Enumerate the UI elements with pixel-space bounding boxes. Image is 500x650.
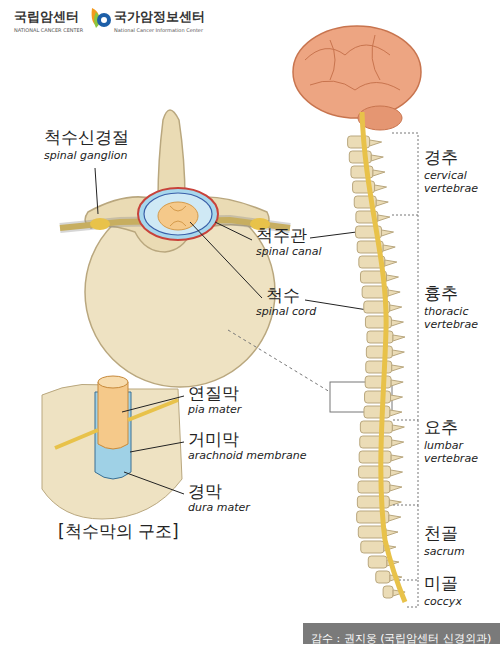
- spinous-process: [390, 485, 402, 491]
- part-name: 거미막: [188, 430, 239, 450]
- region-name: 요추: [424, 418, 458, 438]
- region-name: 경추: [424, 148, 458, 168]
- part-name-en: spinal canal: [256, 246, 322, 259]
- leader-line: [95, 168, 98, 214]
- part-name-en: pia mater: [188, 404, 241, 417]
- region-bracket: [392, 133, 418, 607]
- cord-cylinder: [98, 382, 128, 449]
- part-name: 척주관: [256, 226, 307, 246]
- vertebra: [376, 571, 390, 583]
- spinous-process: [375, 185, 387, 191]
- vertebra: [359, 451, 391, 463]
- vertebra: [361, 541, 384, 553]
- vertebra: [365, 376, 391, 388]
- part-name-en: arachnoid membrane: [188, 450, 306, 463]
- vertebra: [357, 496, 389, 508]
- spinous-process: [386, 530, 398, 536]
- spinous-process: [392, 440, 404, 446]
- vertebra: [365, 391, 391, 403]
- region-name: 미골: [424, 574, 458, 594]
- region-name: 흉추: [424, 284, 458, 304]
- leader-line: [124, 472, 184, 494]
- vertebra: [358, 481, 390, 493]
- spinous-process: [392, 350, 404, 356]
- spinous-process: [385, 260, 397, 266]
- spinous-process: [391, 395, 403, 401]
- vertebra: [359, 466, 391, 478]
- part-name: 경막: [188, 482, 222, 502]
- spinous-process: [389, 500, 401, 506]
- logo-mark: [97, 13, 111, 27]
- vertebra: [383, 586, 393, 598]
- spinous-process: [391, 455, 403, 461]
- logo-subtext: National Cancer Information Center: [114, 28, 203, 34]
- cord-top: [98, 376, 128, 388]
- credit-text: 감수 : 권지웅 (국립암센터 신경외과): [311, 632, 491, 645]
- part-name-en: spinal ganglion: [44, 150, 128, 163]
- spinous-process: [386, 275, 398, 281]
- leader-line: [130, 442, 184, 452]
- vertebra: [360, 436, 392, 448]
- part-name-en: spinal cord: [256, 306, 316, 319]
- logo-text: 국립암센터: [14, 10, 79, 25]
- spinal-cord: [362, 112, 405, 602]
- spinous-process: [376, 200, 388, 206]
- spinous-process: [391, 380, 403, 386]
- vertebra: [367, 331, 393, 343]
- spinous-process: [373, 170, 385, 176]
- grey-matter: [170, 206, 186, 226]
- leader-line: [190, 222, 262, 298]
- inset-caption: [척수막의 구조]: [58, 522, 179, 542]
- logo-subtext: NATIONAL CANCER CENTER: [14, 28, 83, 34]
- spinous-process: [370, 140, 382, 146]
- spinous-process: [391, 320, 403, 326]
- vertebra: [366, 361, 392, 373]
- leader-line: [215, 222, 252, 240]
- part-name-en: dura mater: [188, 502, 250, 515]
- ganglion: [90, 218, 110, 230]
- spinous-process: [392, 425, 404, 431]
- brain: [293, 26, 421, 118]
- region-name-en: lumbar vertebrae: [424, 440, 496, 465]
- part-name: 척수신경절: [44, 128, 129, 148]
- region-name-en: coccyx: [424, 596, 462, 609]
- spinous-process: [392, 365, 404, 371]
- spinous-process: [389, 515, 401, 521]
- leader-line: [122, 396, 184, 412]
- region-name-en: thoracic vertebrae: [424, 306, 496, 331]
- region-name: 천골: [424, 524, 458, 544]
- spinous-process: [371, 155, 383, 161]
- part-name: 연질막: [188, 384, 239, 404]
- zoom-line: [228, 330, 330, 392]
- nerve-root: [55, 400, 178, 448]
- spinous-process: [390, 410, 402, 416]
- arachnoid: [144, 193, 212, 235]
- brain-folds: [305, 35, 400, 90]
- vertebra: [364, 406, 390, 418]
- vertebra: [360, 421, 392, 433]
- vertebra: [366, 346, 392, 358]
- region-name-en: sacrum: [424, 546, 465, 559]
- spinous-process: [391, 470, 403, 476]
- spinous-process: [378, 215, 390, 221]
- spinous-process: [382, 230, 394, 236]
- spinous-process: [388, 290, 400, 296]
- spinal-cord-section: [158, 202, 198, 230]
- part-name: 척수: [266, 286, 300, 306]
- dura: [138, 188, 218, 240]
- spinous-process: [383, 245, 395, 251]
- credit-band: 감수 : 권지웅 (국립암센터 신경외과): [303, 623, 500, 644]
- spinous-process: [390, 305, 402, 311]
- logo-text: 국가암정보센터: [114, 10, 205, 25]
- spinous-process: [393, 335, 405, 341]
- region-name-en: cervical vertebrae: [424, 170, 496, 195]
- vertebral-column: [348, 136, 405, 598]
- logo-mark: [101, 17, 107, 23]
- vertebra: [368, 556, 387, 568]
